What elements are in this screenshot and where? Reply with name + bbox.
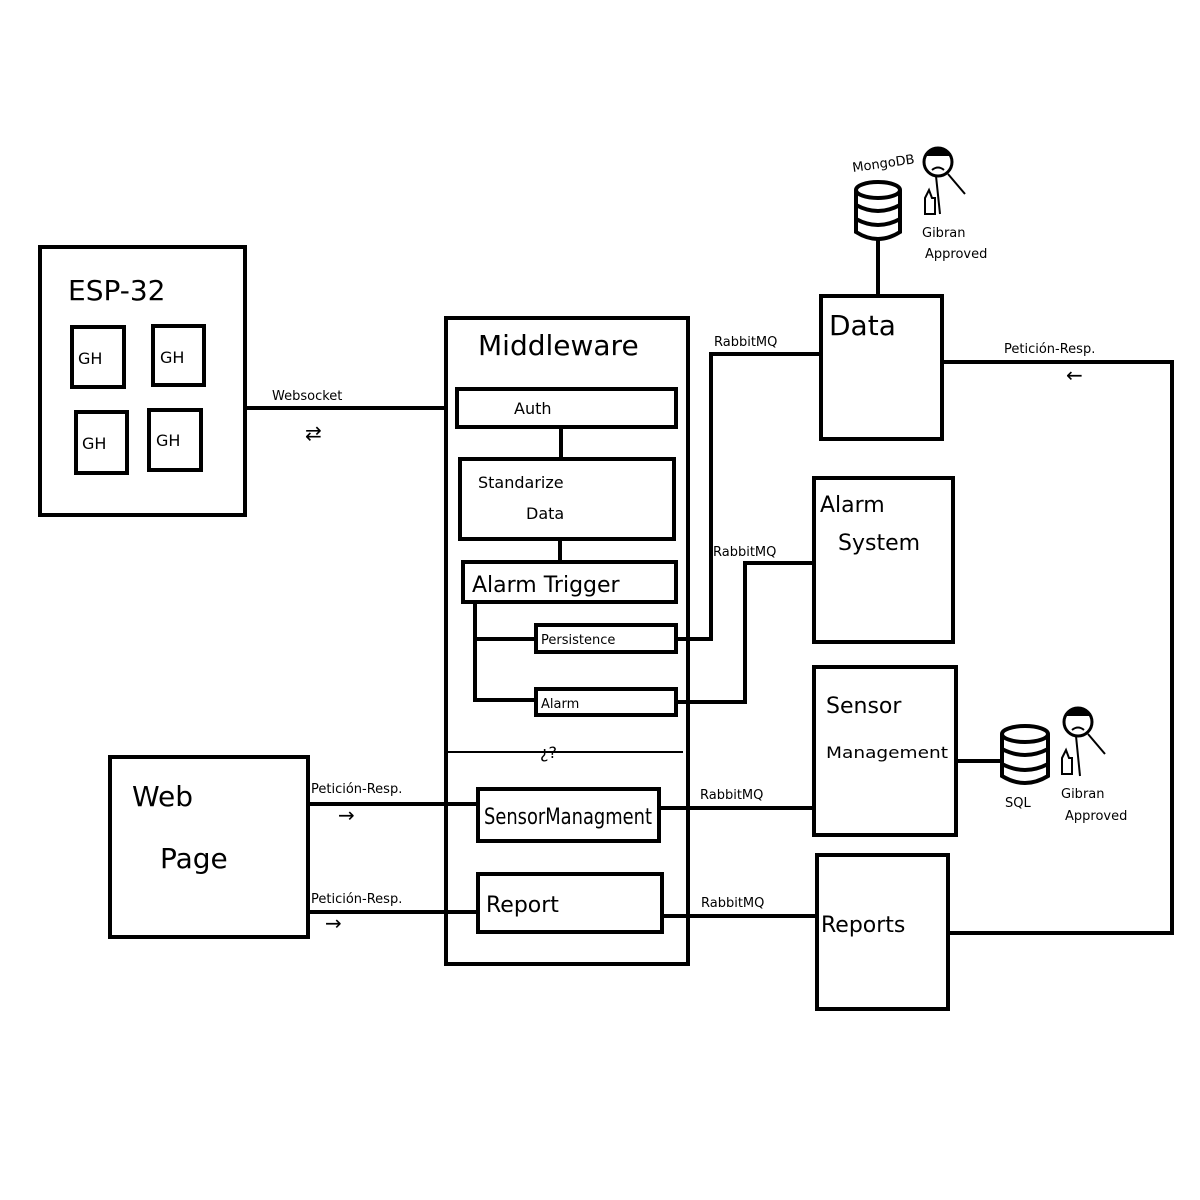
alarm-trigger-label: Alarm Trigger [472,573,621,598]
alarm-system-label-line1: Alarm [820,493,885,518]
gibran-thumbs-up-icon [922,146,966,215]
sensor-management-module-label: SensorManagment [484,805,652,830]
persistence-label: Persistence [541,633,615,648]
rabbitmq-label: RabbitMQ [714,335,777,350]
auth-label: Auth [514,399,552,418]
arrow-left-icon: ← [1066,363,1083,387]
arrow-right-icon: → [325,911,342,935]
sensor-management-service-box [812,665,958,837]
data-service-box [819,294,944,441]
alarm-label: Alarm [541,697,579,712]
sensor-management-module-box [476,787,661,843]
sensor-management-connection: RabbitMQ [659,788,814,810]
web-page-label-line2: Page [160,842,228,875]
sql-label: SQL [1005,796,1031,811]
alarm-trigger-box [461,560,678,604]
reports-service-node: Reports [815,853,950,1011]
standardize-data-box [458,457,676,541]
data-service-node: Data [819,294,944,441]
alarm-system-node: Alarm System [812,476,955,644]
reports-data-connection: Petición-Resp. ← [942,342,1174,935]
sql-node: SQL Gibran Approved [956,706,1127,824]
database-icon [854,180,902,241]
approval-line2: Approved [1065,809,1127,824]
database-icon [1000,724,1050,785]
gh-module: GH [70,325,126,389]
rabbitmq-label: RabbitMQ [713,545,776,560]
arrow-right-icon: → [338,803,355,827]
trigger-to-alarm-line [473,602,536,702]
middleware-title: Middleware [478,329,639,362]
webpage-sensor-connection: Petición-Resp. → [308,782,478,827]
web-page-label-line1: Web [132,780,193,813]
report-module-box [476,872,664,934]
gh-module: GH [151,324,206,387]
peticion-resp-label: Petición-Resp. [311,892,402,907]
peticion-resp-label: Petición-Resp. [1004,342,1095,357]
approval-line1: Gibran [1061,787,1105,802]
reports-connection: RabbitMQ [662,896,817,918]
gibran-thumbs-up-icon [1061,706,1106,777]
esp32-node: ESP-32 GH GH GH GH [38,245,247,517]
web-page-node: Web Page [108,755,310,939]
approval-line1: Gibran [922,226,966,241]
gh-module: GH [74,410,129,475]
reports-service-box [815,853,950,1011]
websocket-label: Websocket [272,389,342,404]
unknown-marker: ¿? [540,743,557,762]
sensor-management-label-line1: Sensor [826,694,902,719]
alarm-system-label-line2: System [838,531,920,556]
auth-box [455,387,678,429]
gh-module-label: GH [156,431,180,450]
bidirectional-arrow-icon: ⇄ [305,421,322,445]
peticion-resp-label: Petición-Resp. [311,782,402,797]
sensor-management-service-node: Sensor Management [812,665,958,837]
reports-service-label: Reports [821,913,905,938]
sensor-management-label-line2: Management [826,743,948,762]
gh-module: GH [147,408,203,472]
websocket-connection: Websocket ⇄ [245,389,458,445]
data-service-label: Data [829,309,896,342]
connection-line [676,352,821,641]
webpage-report-connection: Petición-Resp. → [308,892,478,935]
rabbitmq-label: RabbitMQ [700,788,763,803]
middleware-node: Middleware Auth Standarize Data Alarm Tr… [444,316,690,966]
standardize-label-line2: Data [526,504,564,523]
report-module-label: Report [486,893,559,918]
mongodb-label: MongoDB [851,152,915,176]
connection-line [676,561,814,704]
standardize-label-line1: Standarize [478,473,564,492]
mongodb-node: MongoDB Gibran Approved [851,146,987,296]
gh-module-label: GH [160,348,184,367]
alarm-alarmsystem-connection: RabbitMQ [676,545,814,704]
gh-module-label: GH [82,434,106,453]
web-page-box [108,755,310,939]
rabbitmq-label: RabbitMQ [701,896,764,911]
persistence-data-connection: RabbitMQ [676,335,821,641]
alarm-system-box [812,476,955,644]
esp32-title: ESP-32 [68,274,165,307]
approval-line2: Approved [925,247,987,262]
gh-module-label: GH [78,349,102,368]
connection-line [942,360,1174,935]
